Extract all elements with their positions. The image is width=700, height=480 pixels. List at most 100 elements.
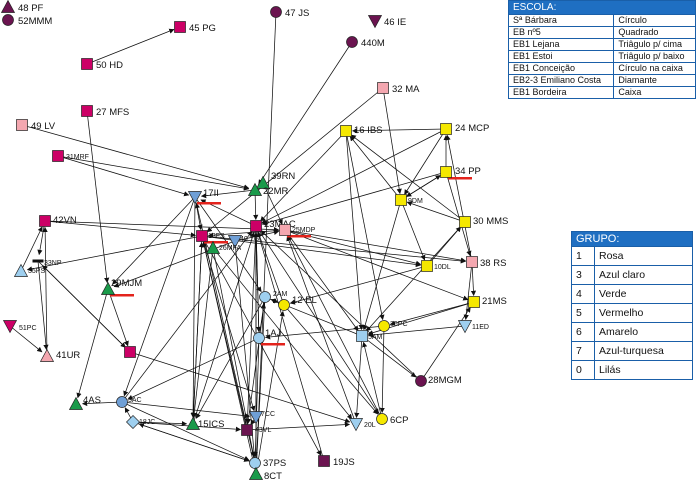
grupo-cell: Amarelo [594, 322, 693, 342]
node-31MRF[interactable]: 31MRF [52, 150, 89, 162]
node-7CC[interactable]: 7CC [248, 411, 276, 425]
highlight-1AJ [261, 343, 285, 346]
node-label-10DL: 10DL [434, 264, 451, 271]
node-48PF[interactable]: 48 PF [0, 0, 44, 15]
node-16IBS[interactable]: 16 IBS [340, 125, 383, 137]
node-3AC[interactable]: 3AC [116, 396, 142, 408]
edge-28MGM-23MAC [260, 230, 422, 382]
node-4AS[interactable]: 4AS [68, 395, 101, 410]
node-shape-10DL [421, 260, 433, 272]
node-33NP[interactable]: 33NP [32, 259, 62, 268]
node-26MFA[interactable]: 26MFA [205, 240, 242, 254]
highlight-layer [110, 177, 472, 346]
node-label-5AM: 5AM [368, 334, 383, 341]
node-36PC[interactable]: 36PC [378, 320, 408, 332]
highlight-29MJM [110, 294, 134, 297]
node-shape-30MMS [459, 216, 471, 228]
edge-24MCP-9DM [404, 128, 447, 195]
node-2AM[interactable]: 2AM [259, 291, 288, 303]
node-25MDP[interactable]: 25MDP [279, 224, 316, 236]
edge-layer [9, 11, 477, 475]
node-11ED[interactable]: 11ED [457, 320, 490, 334]
node-20L[interactable]: 20L [348, 418, 376, 432]
node-32MA[interactable]: 32 MA [377, 82, 421, 96]
node-13FS[interactable]: 13FS [196, 230, 226, 242]
node-label-39RN: 39RN [271, 171, 295, 182]
edge-20L-25MDP [286, 235, 357, 425]
edge-2AM-8CT [253, 296, 266, 469]
node-50HD[interactable]: 50 HD [81, 58, 124, 72]
node-shape-22MR [247, 182, 263, 196]
node-shape-51PC [2, 320, 18, 334]
node-6CP[interactable]: 6CP [376, 413, 409, 427]
node-label-33NP: 33NP [44, 260, 62, 267]
node-5AM[interactable]: 5AM [356, 330, 383, 342]
node-37PS[interactable]: 37PS [249, 457, 287, 470]
node-label-13FS: 13FS [208, 233, 225, 240]
node-27MFS[interactable]: 27 MFS [81, 105, 130, 119]
edge-28MGM-21MS [420, 306, 471, 382]
node-18JC[interactable]: 18JC [126, 415, 156, 429]
node-15ICS[interactable]: 15ICS [185, 416, 225, 431]
node-35PS[interactable]: 35PS [13, 263, 46, 277]
node-40TG[interactable]: 40 TG [227, 235, 260, 249]
edge-33NP-41UR [37, 260, 49, 351]
node-28MGM[interactable]: 28MGM [415, 375, 462, 387]
edge-30MMS-5AM [366, 221, 466, 332]
node-12EL[interactable]: 12 EL [278, 295, 317, 311]
grupo-cell: 1 [571, 246, 595, 266]
node-41UR[interactable]: 41UR [39, 348, 81, 362]
node-shape-35PS [13, 263, 29, 277]
edge-6CP-25MDP [287, 235, 383, 420]
node-10DL[interactable]: 10DL [421, 260, 451, 272]
node-30MMS[interactable]: 30 MMS [459, 216, 509, 228]
node-440M[interactable]: 440M [346, 36, 385, 50]
node-label-52MMM: 52MMM [18, 16, 52, 27]
node-38RS[interactable]: 38 RS [466, 256, 507, 270]
node-label-16IBS: 16 IBS [354, 125, 383, 136]
node-19JS[interactable]: 19JS [318, 455, 355, 469]
node-shape-440M [346, 36, 358, 48]
node-49LV[interactable]: 49 LV [16, 119, 56, 133]
node-shape-12EL [278, 299, 290, 311]
node-label-18JC: 18JC [139, 419, 155, 426]
node-22MR[interactable]: 22MR [247, 182, 289, 198]
grupo-cell: Vermelho [594, 303, 693, 323]
node-51PC[interactable]: 51PC [2, 320, 37, 334]
node-24MCP[interactable]: 24 MCP [440, 123, 490, 135]
node-shape-26MFA [205, 240, 221, 254]
edge-5AM-20L [354, 335, 363, 419]
node-shape-13FS [196, 230, 208, 242]
node-21MS[interactable]: 21MS [468, 296, 507, 308]
node-45PG[interactable]: 45 PG [174, 21, 216, 35]
node-42VN[interactable]: 42VN [39, 215, 77, 227]
node-1AJ[interactable]: 1AJ [253, 328, 282, 344]
edge-16IBS-5AM [345, 130, 364, 331]
node-17II[interactable]: 17II [187, 188, 219, 205]
node-34PP[interactable]: 34 PP [440, 166, 481, 178]
node-39RN[interactable]: 39RN [255, 171, 296, 189]
edge-3AC-37PS [121, 401, 250, 461]
node-shape-27MFS [81, 105, 93, 117]
node-46IE[interactable]: 46 IE [367, 15, 407, 29]
node-9DM[interactable]: 9DM [395, 194, 423, 206]
node-8CT[interactable]: 8CT [248, 466, 283, 480]
node-label-30MMS: 30 MMS [473, 216, 508, 227]
node-shape-28MGM [415, 375, 427, 387]
edge-2AM-15ICS [195, 296, 266, 419]
node-52MMM[interactable]: 52MMM [2, 14, 53, 28]
grupo-cell: 4 [571, 284, 595, 304]
node-shape-38RS [466, 256, 478, 268]
node-sq1[interactable] [124, 346, 136, 358]
node-29MJM[interactable]: 29MJM [100, 278, 143, 295]
edge-25MDP-13FS [207, 229, 286, 238]
node-label-3AC: 3AC [128, 397, 142, 404]
edge-34PP-23MAC [261, 171, 447, 226]
node-47JS[interactable]: 47 JS [270, 6, 310, 20]
node-43VL[interactable]: 43VL [241, 424, 272, 436]
node-label-42VN: 42VN [53, 215, 77, 226]
